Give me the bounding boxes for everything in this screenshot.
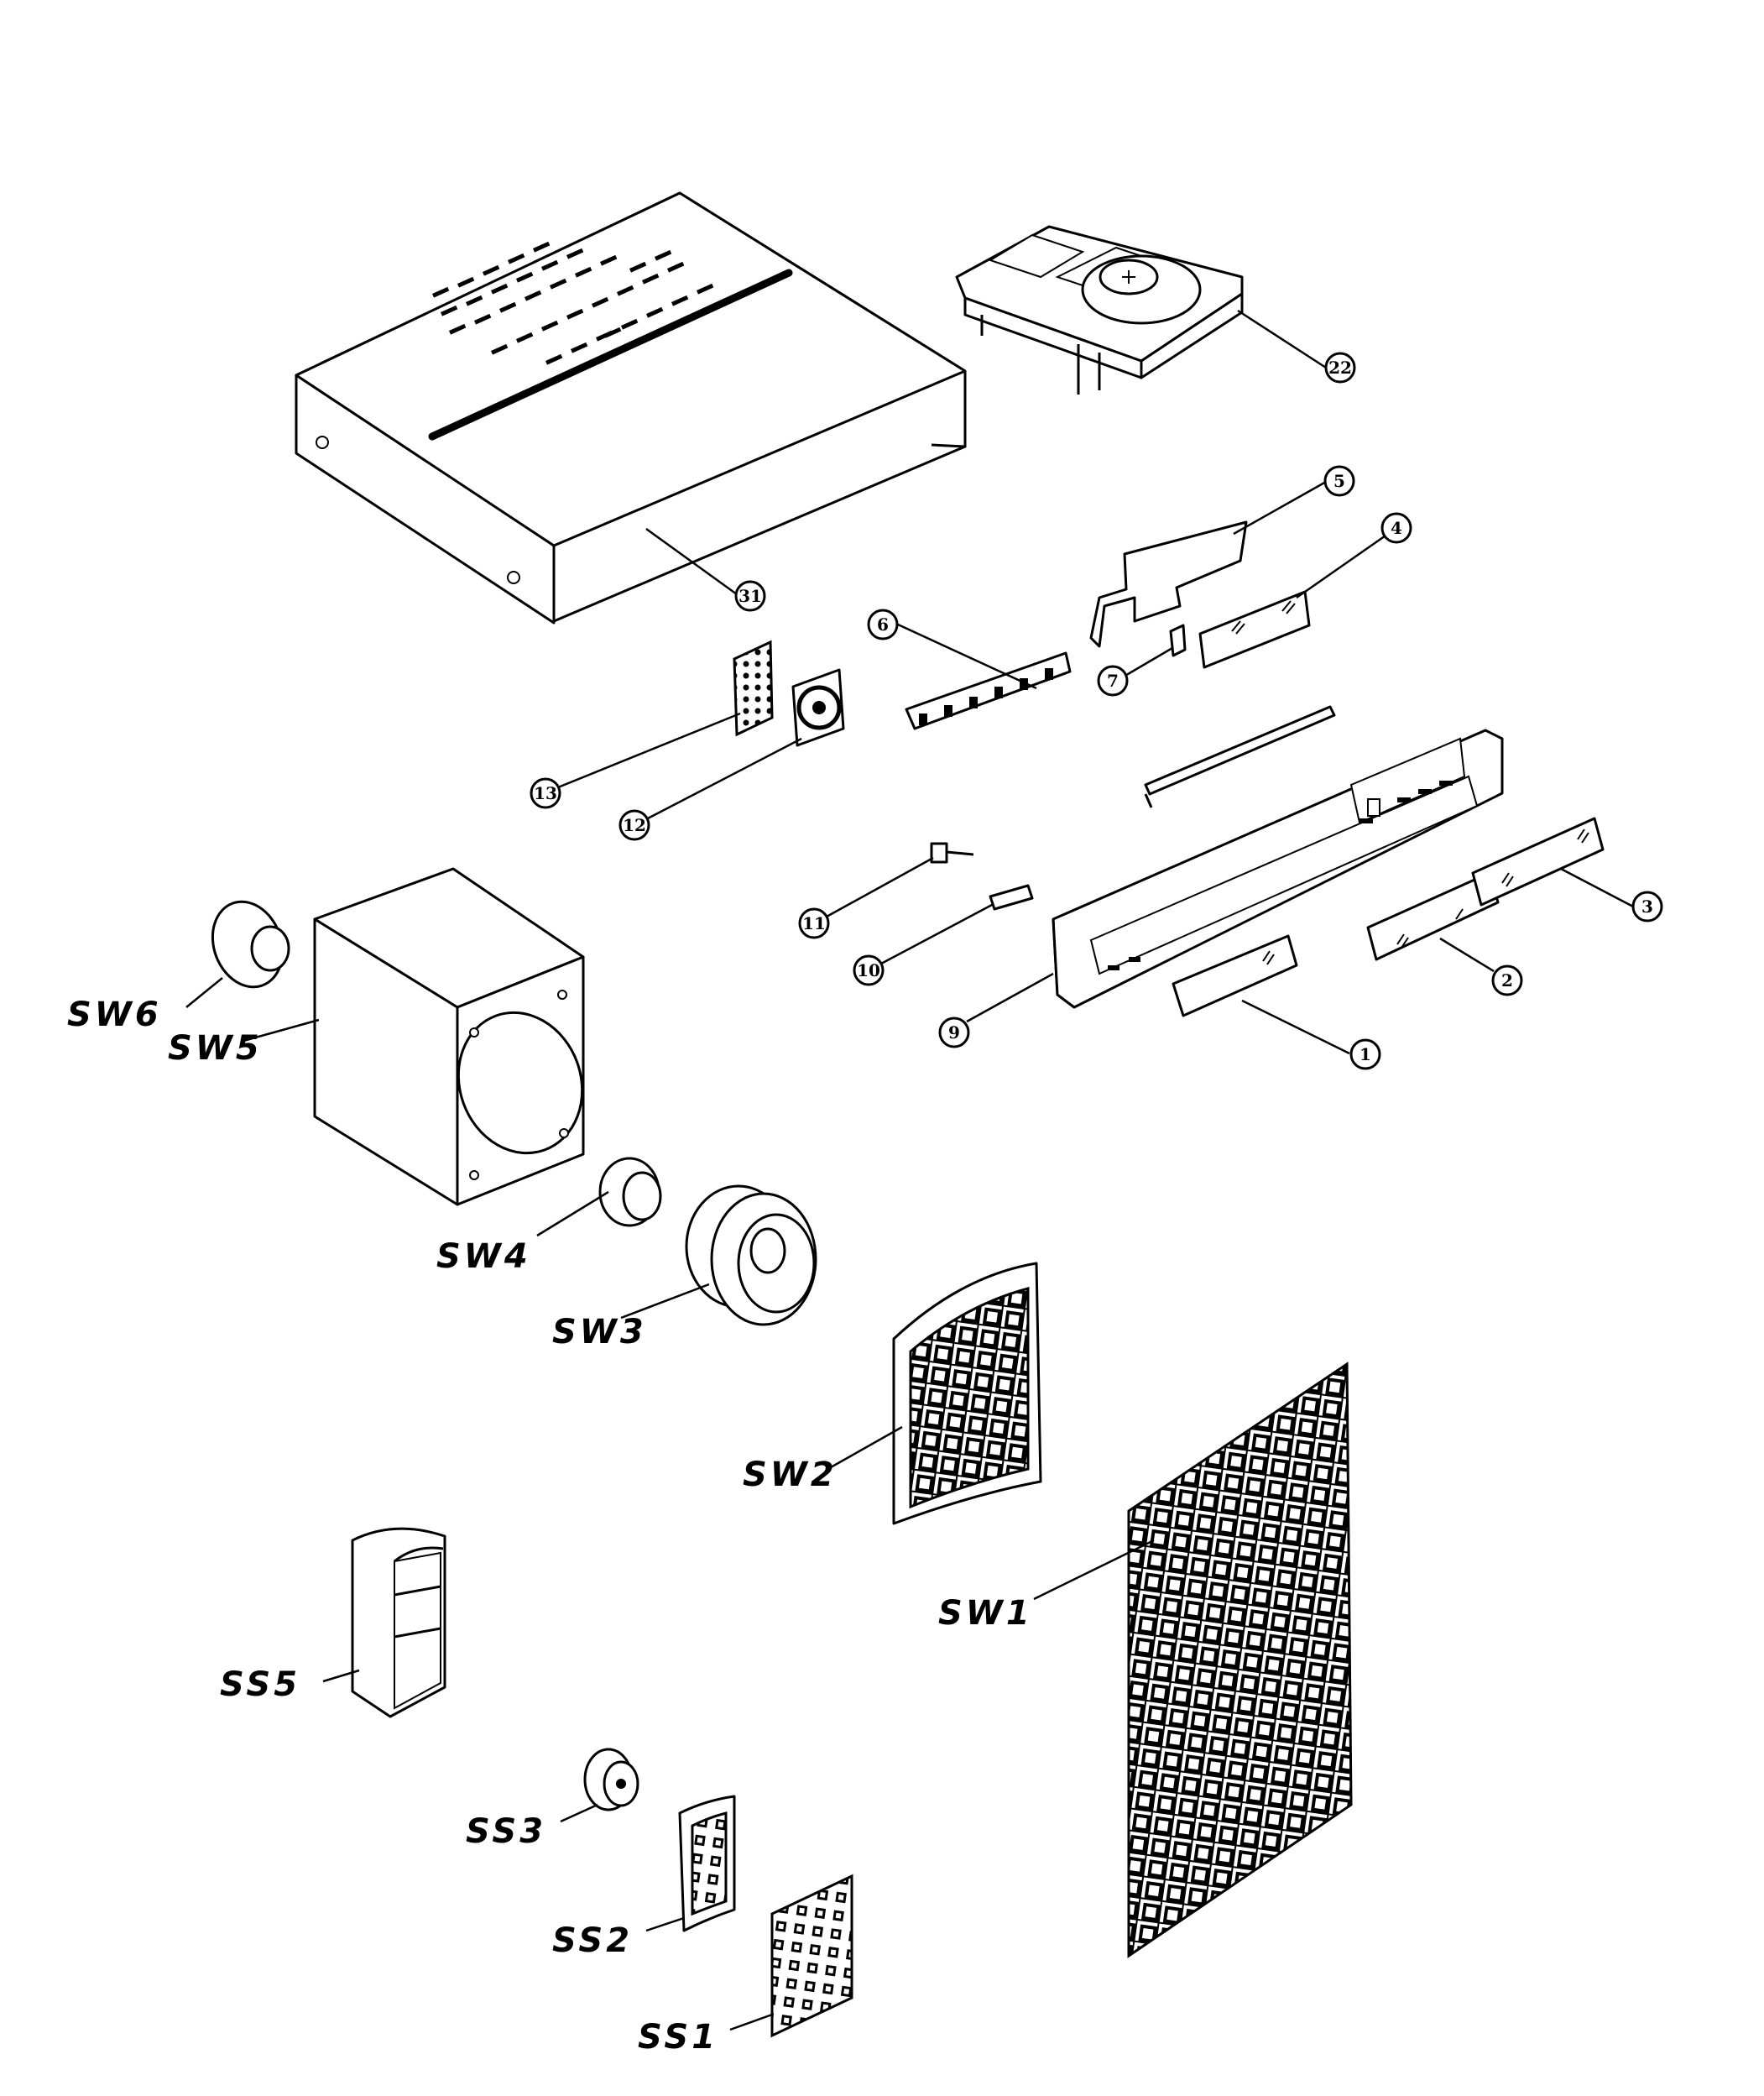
label-sw2: SW2 — [743, 1456, 838, 1494]
leader-lines — [185, 309, 1634, 2031]
callout-13-text: 13 — [534, 783, 557, 803]
label-sw6: SW6 — [67, 996, 162, 1034]
callout-7-text: 7 — [1107, 671, 1119, 691]
label-ss2: SS2 — [552, 1921, 633, 1960]
fan-part-12 — [791, 668, 845, 747]
callout-1: 1 — [1349, 1038, 1381, 1070]
button-strip-part-6 — [905, 651, 1072, 730]
top-cover-part-31 — [295, 191, 967, 625]
label-ss5: SS5 — [220, 1665, 300, 1704]
callout-5-text: 5 — [1333, 471, 1345, 491]
callout-31-text: 31 — [738, 586, 762, 606]
label-sw4: SW4 — [436, 1237, 531, 1276]
callout-9-text: 9 — [948, 1022, 960, 1043]
callout-12: 12 — [618, 809, 650, 841]
callout-9: 9 — [938, 1017, 970, 1048]
callout-3-text: 3 — [1641, 896, 1653, 917]
callout-11: 11 — [798, 907, 830, 939]
callout-11-text: 11 — [802, 913, 826, 933]
callout-6: 6 — [867, 609, 899, 640]
satellite-cabinet-ss5 — [351, 1527, 446, 1718]
callout-5: 5 — [1323, 465, 1355, 497]
callout-31: 31 — [734, 580, 766, 612]
pcb-part-5 — [1089, 520, 1248, 648]
callout-13: 13 — [530, 777, 561, 809]
callout-12-text: 12 — [623, 815, 646, 835]
mid-speaker-sw4 — [598, 1157, 662, 1227]
label-sw5: SW5 — [168, 1029, 263, 1068]
callout-6-text: 6 — [877, 614, 889, 635]
callout-4-text: 4 — [1391, 518, 1402, 538]
window-part-1 — [1172, 934, 1298, 1017]
cd-mechanism-part-22 — [955, 225, 1244, 395]
label-ss3: SS3 — [466, 1812, 546, 1851]
callout-22: 22 — [1324, 352, 1356, 384]
callout-7: 7 — [1097, 665, 1129, 697]
callout-10: 10 — [853, 954, 885, 986]
window-part-2 — [1366, 871, 1500, 961]
callout-10-text: 10 — [857, 960, 880, 980]
switch-part-11 — [930, 842, 974, 864]
label-ss1: SS1 — [638, 2018, 718, 2057]
display-window-part-4 — [1198, 590, 1311, 669]
callout-2-text: 2 — [1501, 970, 1513, 991]
callout-1-text: 1 — [1360, 1044, 1371, 1064]
front-panel-part-9 — [1052, 705, 1504, 1009]
fan-grille-part-13 — [733, 640, 774, 737]
grille-frame-sw2 — [892, 1262, 1042, 1525]
satellite-grille-cloth-ss1 — [770, 1874, 853, 2038]
woofer-cabinet-sw5 — [313, 867, 585, 1206]
callout-4: 4 — [1380, 512, 1412, 544]
woofer-driver-sw3 — [685, 1184, 817, 1326]
satellite-grille-frame-ss2 — [678, 1795, 736, 1932]
satellite-driver-ss3 — [583, 1748, 639, 1811]
callout-2: 2 — [1491, 964, 1523, 996]
callout-22-text: 22 — [1328, 358, 1352, 378]
grille-cloth-sw1 — [1127, 1362, 1353, 1958]
window-part-3 — [1471, 817, 1605, 907]
small-part-10 — [989, 884, 1034, 911]
callout-3: 3 — [1631, 891, 1663, 923]
small-bracket-part-7 — [1169, 624, 1187, 657]
tweeter-sw6 — [211, 900, 290, 989]
label-sw1: SW1 — [938, 1594, 1033, 1633]
label-sw3: SW3 — [552, 1313, 647, 1351]
